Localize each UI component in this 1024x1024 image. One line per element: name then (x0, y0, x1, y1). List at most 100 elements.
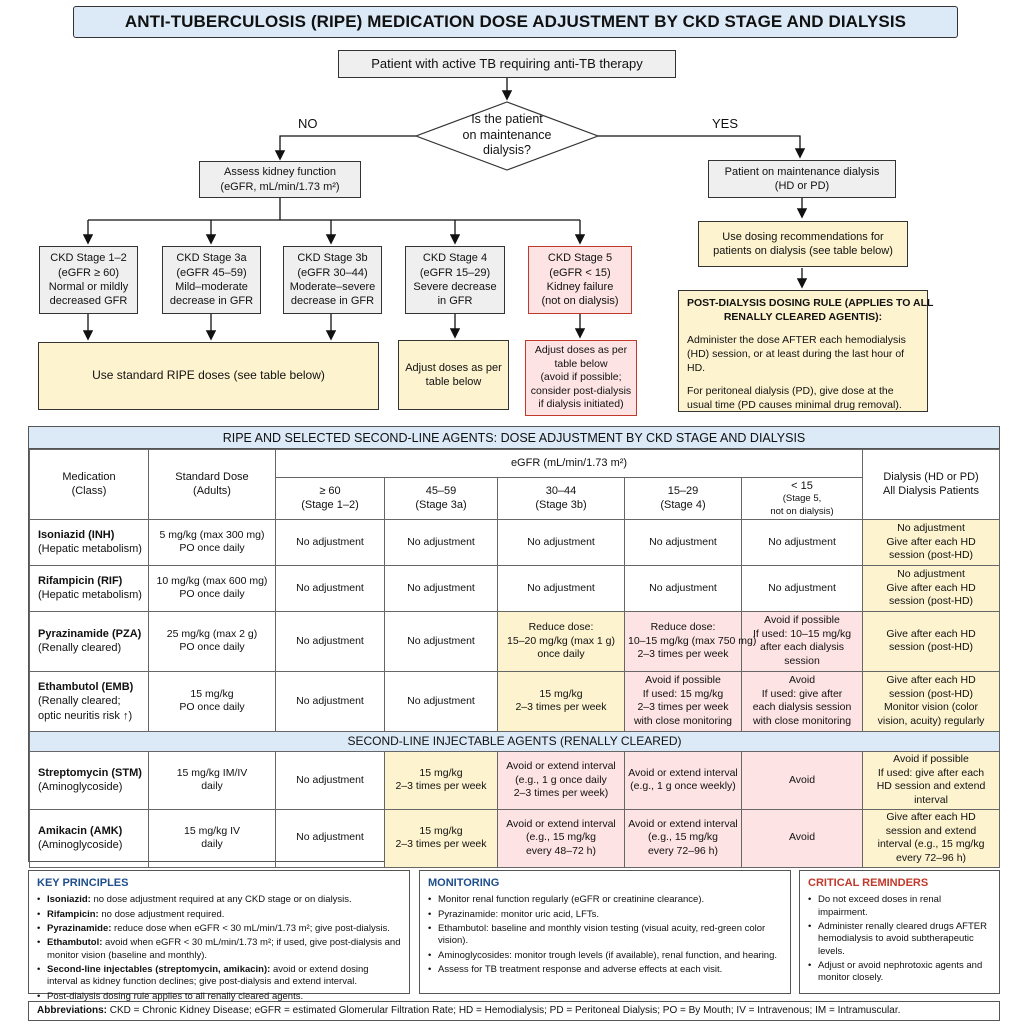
cell-line: Reduce dose: (528, 621, 594, 634)
cell-line: 2–3 times per week (637, 701, 729, 714)
table-row: Rifampicin (RIF)(Hepatic metabolism)10 m… (29, 564, 1001, 612)
cell-line: (Renally cleared) (38, 642, 122, 655)
dose-cell: Avoid or extend interval(e.g., 1 g once … (624, 750, 742, 810)
abbreviations-text: CKD = Chronic Kidney Disease; eGFR = est… (107, 1005, 901, 1016)
list-item: Do not exceed doses in renal impairment. (808, 894, 991, 919)
header-dialysis: Dialysis (HD or PD)All Dialysis Patients (862, 449, 1001, 520)
list-item: Rifampicin: no dose adjustment required. (37, 909, 401, 922)
use-dialysis-dosing-box: Use dosing recommendations for patients … (698, 221, 908, 267)
list-item: Ethambutol: baseline and monthly vision … (428, 923, 782, 948)
cell-line: each dialysis session (752, 701, 852, 714)
dose-cell: No adjustment (275, 564, 385, 612)
dose-cell: No adjustment (275, 670, 385, 732)
dose-cell: No adjustment (384, 610, 498, 672)
cell-line: 15 mg/kg (419, 824, 463, 837)
standard-doses-box: Use standard RIPE doses (see table below… (38, 342, 379, 410)
start-box: Patient with active TB requiring anti-TB… (338, 50, 676, 78)
flowchart-connectors (82, 78, 808, 341)
cell-line: Give after each HD (886, 674, 976, 687)
header-stage-4: 15–29(Stage 4) (624, 477, 742, 520)
medication-name: Streptomycin (STM) (38, 767, 142, 780)
cell-line: Avoid if possible (645, 674, 721, 687)
cell-line: No adjustment (649, 581, 717, 594)
header-standard-dose: Standard Dose(Adults) (148, 449, 276, 520)
abbreviations-label: Abbreviations: (37, 1005, 108, 1016)
medication-cell: Ethambutol (EMB)(Renally cleared;optic n… (29, 670, 149, 732)
cell-line: every 48–72 h) (525, 845, 597, 858)
dose-cell: No adjustment (384, 670, 498, 732)
header-stage-5: < 15(Stage 5,not on dialysis) (740, 477, 864, 520)
cell-line: with close monitoring (633, 715, 733, 728)
key-principles-title: KEY PRINCIPLES (37, 877, 129, 889)
list-item: Ethambutol: avoid when eGFR < 30 mL/min/… (37, 937, 401, 962)
cell-line: 10 mg/kg (max 600 mg) (156, 574, 268, 587)
cell-line: session (784, 655, 820, 668)
cell-line: If used: give after each (877, 766, 985, 779)
cell-line: (e.g., 1 g once daily (515, 773, 607, 786)
key-principles-list: Isoniazid: no dose adjustment required a… (37, 894, 401, 1003)
dose-cell: No adjustment (624, 564, 742, 612)
cell-line: optic neuritis risk ↑) (38, 709, 133, 722)
cell-line: with close monitoring (752, 715, 852, 728)
abbreviations-footer: Abbreviations: CKD = Chronic Kidney Dise… (28, 1001, 1000, 1021)
stage-box-1-2: CKD Stage 1–2(eGFR ≥ 60)Normal or mildly… (39, 246, 138, 314)
cell-line: PO once daily (179, 641, 245, 654)
table-row: Pyrazinamide (PZA)(Renally cleared)25 mg… (29, 610, 1001, 672)
cell-line: If used: 15 mg/kg (642, 687, 724, 700)
medication-cell: Amikacin (AMK)(Aminoglycoside) (29, 808, 149, 868)
medication-name: Ethambutol (EMB) (38, 681, 134, 694)
adjust-doses-stage4-box: Adjust doses as per table below (398, 340, 509, 410)
table-row: Streptomycin (STM)(Aminoglycoside) 15 mg/… (29, 750, 1001, 810)
cell-line: Avoid if possible (764, 614, 840, 627)
adjust-doses-stage5-box: Adjust doses as per table below (avoid i… (525, 340, 637, 416)
cell-line: PO once daily (179, 588, 245, 601)
dose-cell: No adjustment (275, 610, 385, 672)
monitoring-list: Monitor renal function regularly (eGFR o… (428, 894, 782, 976)
dose-cell: No adjustment (384, 564, 498, 612)
cell-line: (Hepatic metabolism) (38, 543, 142, 556)
medication-cell: Rifampicin (RIF)(Hepatic metabolism) (29, 564, 149, 612)
cell-line: (e.g., 15 mg/kg (647, 831, 719, 844)
rule-title: POST-DIALYSIS DOSING RULE (APPLIES TO AL… (687, 297, 934, 323)
cell-line: 15 mg/kg IM/IV (176, 766, 248, 779)
medication-name: Amikacin (AMK) (38, 824, 123, 837)
post-dialysis-rule-box: POST-DIALYSIS DOSING RULE (APPLIES TO AL… (678, 290, 934, 412)
cell-line: (Hepatic metabolism) (38, 589, 142, 602)
cell-line: No adjustment (527, 581, 595, 594)
list-item: Assess for TB treatment response and adv… (428, 964, 782, 977)
list-item: Second-line injectables (streptomycin, a… (37, 964, 401, 989)
standard-dose-cell: 5 mg/kg (max 300 mg)PO once daily (148, 518, 276, 566)
stage-header-row: ≥ 60(Stage 1–2) 45–59(Stage 3a) 30–44(St… (30, 477, 1000, 520)
cell-line: 15 mg/kg IV (183, 824, 241, 837)
cell-line: (Aminoglycoside) (38, 781, 123, 794)
cell-line: No adjustment (296, 694, 364, 707)
table-title: RIPE AND SELECTED SECOND-LINE AGENTS: DO… (29, 427, 999, 449)
cell-line: HD session and extend (876, 780, 986, 793)
cell-line: vision, acuity) regularly (877, 715, 985, 728)
dose-cell: No adjustment (275, 750, 385, 810)
cell-line: No adjustment (296, 773, 364, 786)
cell-line: If used: give after (761, 687, 843, 700)
dose-table-grid: Medication(Class) Standard Dose(Adults) … (28, 449, 1001, 868)
header-egfr: eGFR (mL/min/1.73 m²) (274, 449, 864, 478)
dose-cell: No adjustment (740, 518, 864, 566)
cell-line: 2–3 times per week (395, 838, 487, 851)
cell-line: Avoid or extend interval (628, 817, 738, 830)
list-item: Monitor renal function regularly (eGFR o… (428, 894, 782, 907)
cell-line: session (post-HD) (889, 549, 974, 562)
critical-reminders-title: CRITICAL REMINDERS (808, 877, 929, 889)
key-principles-panel: KEY PRINCIPLES Isoniazid: no dose adjust… (28, 870, 410, 1003)
cell-line: Avoid or extend interval (628, 766, 738, 779)
cell-line: 15 mg/kg (539, 687, 583, 700)
cell-line: 10–15 mg/kg (max 750 mg) (628, 634, 757, 647)
medication-name: Pyrazinamide (PZA) (38, 628, 142, 641)
cell-line: Avoid (788, 773, 816, 786)
medication-name: Isoniazid (INH) (38, 529, 115, 542)
standard-dose-cell: 10 mg/kg (max 600 mg)PO once daily (148, 564, 276, 612)
